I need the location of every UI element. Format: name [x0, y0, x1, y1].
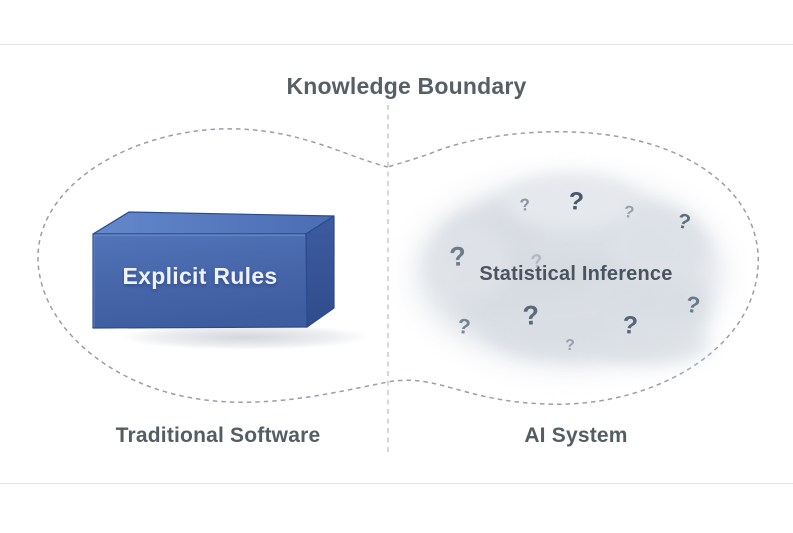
question-mark-icon: ?	[565, 337, 575, 354]
box-shadow	[120, 324, 370, 350]
question-mark-icon: ?	[675, 209, 693, 235]
question-mark-icon: ?	[518, 195, 532, 215]
explicit-rules-box	[92, 211, 335, 329]
question-mark-icon: ?	[621, 310, 639, 341]
question-mark-icon: ?	[456, 314, 472, 340]
question-mark-icon: ?	[684, 290, 702, 319]
question-mark-icon: ?	[622, 201, 636, 223]
top-divider-line	[0, 44, 793, 45]
diagram-title: Knowledge Boundary	[286, 73, 527, 99]
box-label: Explicit Rules	[122, 263, 278, 289]
caption-ai-system: AI System	[524, 424, 628, 447]
question-mark-icon: ?	[567, 186, 585, 217]
bottom-divider-line	[0, 483, 793, 484]
cloud-label: Statistical Inference	[479, 263, 673, 285]
caption-traditional-software: Traditional Software	[115, 424, 321, 447]
question-mark-icon: ?	[521, 299, 541, 332]
